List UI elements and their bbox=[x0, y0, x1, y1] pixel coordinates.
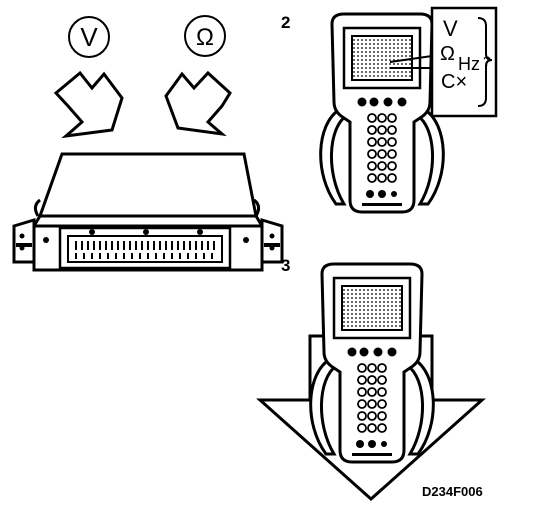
ohmmeter-symbol: Ω bbox=[184, 15, 226, 57]
voltmeter-symbol: V bbox=[68, 16, 110, 58]
handheld-tester-step2 bbox=[319, 12, 445, 214]
screen-callout-box: V Ω Hz ? C× bbox=[430, 6, 498, 118]
callout-hz-text: Hz bbox=[458, 54, 480, 74]
ohm-symbol-text: Ω bbox=[196, 24, 214, 51]
callout-cx-text: C× bbox=[441, 71, 467, 93]
figure-code: D234F006 bbox=[422, 484, 483, 499]
callout-ohm-text: Ω bbox=[440, 43, 455, 65]
screen-callout-leader bbox=[389, 55, 433, 69]
arrow-down-right-icon bbox=[53, 70, 124, 139]
arrow-down-left-icon bbox=[164, 70, 232, 137]
callout-volt-text: V bbox=[443, 16, 458, 41]
step-2-label: 2 bbox=[281, 13, 290, 32]
control-unit-ecu bbox=[12, 152, 284, 272]
volt-symbol-text: V bbox=[80, 22, 98, 52]
step-3-label: 3 bbox=[281, 256, 290, 275]
